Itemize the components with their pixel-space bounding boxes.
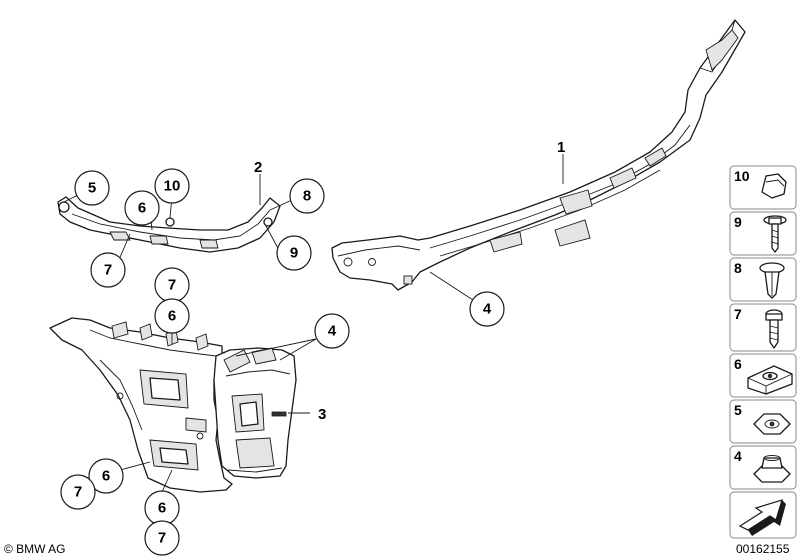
callout-7-side-top: 7 bbox=[154, 267, 190, 303]
legend-item-8: 8 bbox=[729, 257, 797, 302]
direction-arrow-icon bbox=[738, 499, 786, 536]
leader-lines bbox=[63, 154, 564, 493]
callout-6-side-top: 6 bbox=[154, 298, 190, 334]
screw-washer-icon bbox=[763, 215, 787, 253]
legend-item-6: 6 bbox=[729, 353, 797, 398]
clip-nut-icon bbox=[747, 365, 793, 395]
svg-text:5: 5 bbox=[88, 180, 96, 197]
flat-nut-icon bbox=[753, 413, 791, 435]
expanding-rivet-icon bbox=[759, 262, 785, 299]
svg-text:9: 9 bbox=[290, 245, 298, 262]
legend-arrow bbox=[729, 491, 797, 539]
callout-7-side-bottom: 7 bbox=[144, 520, 180, 556]
legend-item-10: 10 bbox=[729, 165, 797, 210]
callout-5: 5 bbox=[74, 170, 110, 206]
legend-item-5: 5 bbox=[729, 399, 797, 444]
upper-bracket-part-2 bbox=[57, 196, 281, 253]
callout-6-upper-bracket: 6 bbox=[124, 190, 160, 226]
svg-text:7: 7 bbox=[168, 277, 176, 294]
copyright-text: © BMW AG bbox=[4, 542, 66, 556]
svg-text:10: 10 bbox=[164, 178, 181, 195]
hex-nut-icon bbox=[753, 455, 791, 483]
svg-text:7: 7 bbox=[104, 262, 112, 279]
svg-text:7: 7 bbox=[74, 484, 82, 501]
svg-text:10: 10 bbox=[734, 168, 750, 184]
svg-text:8: 8 bbox=[734, 260, 742, 276]
diagram-id: 00162155 bbox=[736, 542, 790, 556]
svg-text:5: 5 bbox=[734, 402, 742, 418]
side-bracket-left bbox=[49, 317, 233, 493]
callout-1: 1 bbox=[557, 139, 565, 156]
svg-text:6: 6 bbox=[168, 308, 176, 325]
legend-item-7: 7 bbox=[729, 303, 797, 352]
svg-text:8: 8 bbox=[303, 188, 311, 205]
callout-8: 8 bbox=[289, 178, 325, 214]
legend-item-9: 9 bbox=[729, 211, 797, 256]
callout-3: 3 bbox=[318, 406, 326, 423]
callout-7-side-left: 7 bbox=[60, 474, 96, 510]
fastener-legend: 10 9 8 bbox=[729, 165, 797, 539]
callouts: 1 2 3 4 4 5 6 10 8 9 bbox=[60, 139, 565, 556]
callout-9: 9 bbox=[276, 235, 312, 271]
svg-text:4: 4 bbox=[734, 448, 742, 464]
svg-text:6: 6 bbox=[102, 468, 110, 485]
svg-text:9: 9 bbox=[734, 214, 742, 230]
svg-text:7: 7 bbox=[734, 306, 742, 322]
callout-6-side-bottom: 6 bbox=[144, 490, 180, 526]
callout-2: 2 bbox=[254, 159, 262, 176]
callout-6-side-left: 6 bbox=[88, 458, 124, 494]
svg-text:6: 6 bbox=[138, 200, 146, 217]
nut-cap-icon bbox=[761, 173, 787, 199]
bumper-carrier-part-1 bbox=[331, 19, 746, 291]
tapping-screw-icon bbox=[765, 309, 783, 349]
svg-text:6: 6 bbox=[158, 500, 166, 517]
legend-item-4: 4 bbox=[729, 445, 797, 490]
callout-4-carrier: 4 bbox=[469, 291, 505, 327]
callout-10: 10 bbox=[154, 168, 190, 204]
svg-text:7: 7 bbox=[158, 530, 166, 547]
side-bracket-right bbox=[213, 347, 297, 479]
svg-text:4: 4 bbox=[483, 301, 492, 318]
svg-text:6: 6 bbox=[734, 356, 742, 372]
callout-4-bracket: 4 bbox=[314, 313, 350, 349]
svg-text:4: 4 bbox=[328, 323, 337, 340]
callout-7-upper-bracket: 7 bbox=[90, 252, 126, 288]
